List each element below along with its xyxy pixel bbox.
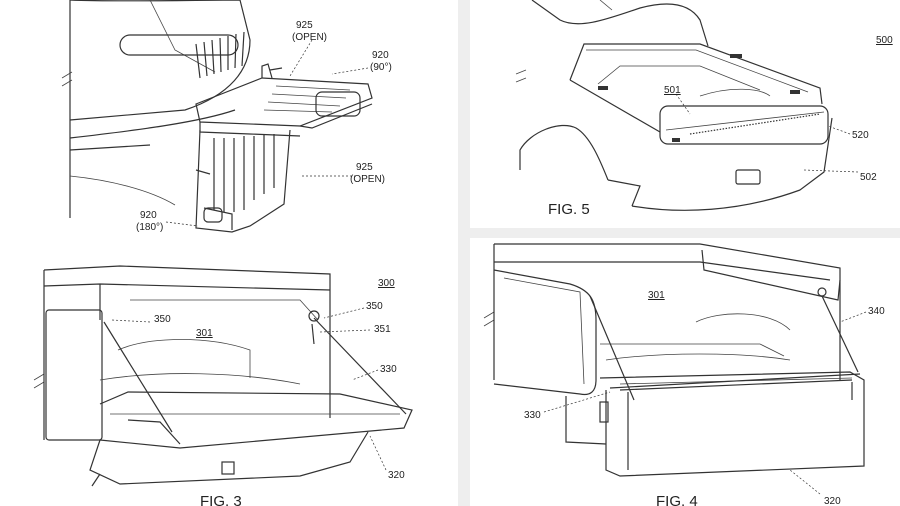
fig4-left-panel bbox=[493, 269, 597, 396]
rear-vents bbox=[195, 31, 245, 79]
ref-520: 520 bbox=[852, 130, 869, 141]
ref-320-fig4: 320 bbox=[824, 496, 841, 506]
ref-330-fig3: 330 bbox=[380, 364, 397, 375]
ref-925-mid: 925 bbox=[356, 162, 373, 173]
fig5-caption: FIG. 5 bbox=[548, 201, 590, 218]
figure-3-tailgate bbox=[33, 265, 413, 487]
ref-920-top-state: (90°) bbox=[370, 62, 392, 73]
ref-330-fig4: 330 bbox=[524, 410, 541, 421]
ref-925-mid-state: (OPEN) bbox=[350, 174, 385, 185]
horizontal-gutter bbox=[470, 228, 900, 238]
ref-301-fig3: 301 bbox=[196, 328, 213, 339]
fig3-left-panel bbox=[45, 309, 103, 441]
ref-340: 340 bbox=[868, 306, 885, 317]
ref-920-bottom-state: (180°) bbox=[136, 222, 163, 233]
ref-925-top: 925 bbox=[296, 20, 313, 31]
tail-light-slot bbox=[119, 34, 239, 56]
ref-920-bottom: 920 bbox=[140, 210, 157, 221]
ref-350-right: 350 bbox=[366, 301, 383, 312]
ref-350-left: 350 bbox=[154, 314, 171, 325]
ref-920-top: 920 bbox=[372, 50, 389, 61]
tail-light-bar bbox=[659, 105, 829, 145]
ref-500: 500 bbox=[876, 35, 893, 46]
ref-320-fig3: 320 bbox=[388, 470, 405, 481]
step-body-180 bbox=[195, 129, 291, 233]
ref-301-fig4: 301 bbox=[648, 290, 665, 301]
figure-4-tailgate bbox=[483, 243, 867, 495]
step-platform-90 bbox=[195, 63, 373, 137]
ref-501: 501 bbox=[664, 85, 681, 96]
figure-hitch-step bbox=[61, 0, 373, 233]
ref-351: 351 bbox=[374, 324, 391, 335]
ref-300: 300 bbox=[378, 278, 395, 289]
fig3-caption: FIG. 3 bbox=[200, 493, 242, 506]
ref-925-top-state: (OPEN) bbox=[292, 32, 327, 43]
vertical-gutter bbox=[458, 0, 470, 506]
fig4-caption: FIG. 4 bbox=[656, 493, 698, 506]
fig3-cable-anchor bbox=[308, 310, 320, 322]
ref-502: 502 bbox=[860, 172, 877, 183]
figure-5-truck-bed bbox=[515, 0, 859, 211]
